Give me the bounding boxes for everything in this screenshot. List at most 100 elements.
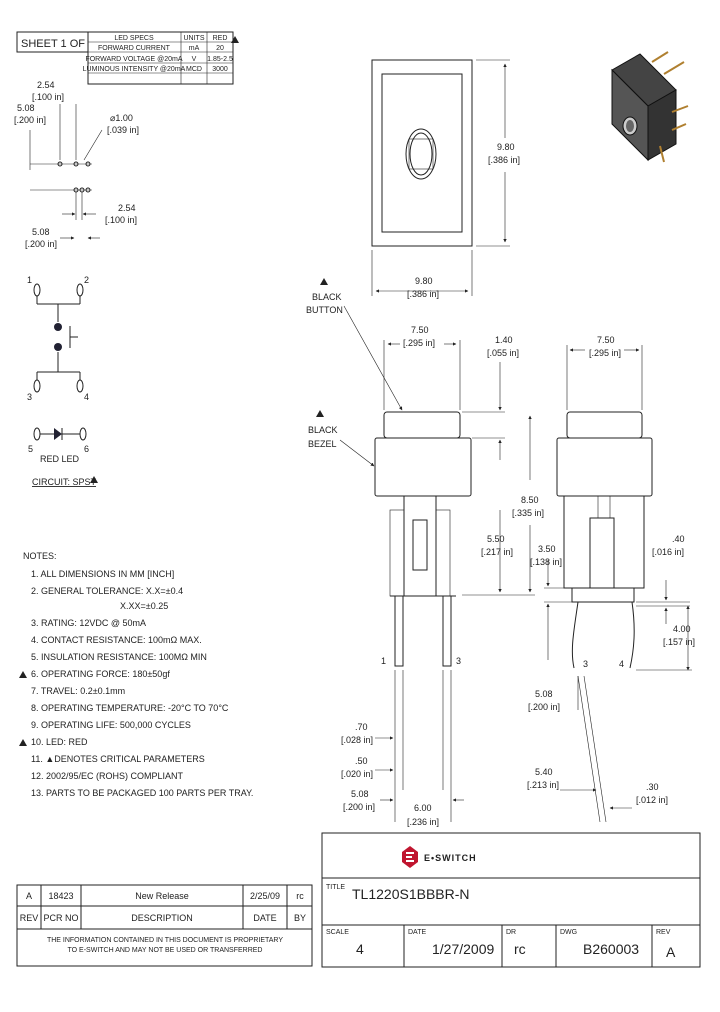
company-logo: E•SWITCH	[402, 846, 477, 868]
dim-label: 7.50	[411, 325, 429, 335]
dim-label: 9.80	[415, 276, 433, 286]
pin-label: 5	[28, 444, 33, 454]
critical-triangle-icon	[320, 278, 328, 285]
sheet-label: SHEET 1 OF 1	[21, 38, 94, 50]
pin-label: 4	[84, 392, 89, 402]
top-view: 9.80 [.386 in] 9.80 [.386 in]	[371, 59, 520, 299]
critical-triangle-icon	[231, 36, 239, 43]
terminal-pin	[394, 595, 404, 667]
dim-label: 5.08	[351, 789, 369, 799]
rev-label: REV	[656, 929, 671, 936]
date-label: DATE	[408, 929, 426, 936]
pin-label: 4	[619, 659, 624, 669]
dim-label: [.100 in]	[32, 92, 64, 102]
dim-label: [.200 in]	[343, 802, 375, 812]
led-units-header: UNITS	[184, 35, 205, 42]
dim-label: .70	[355, 722, 368, 732]
dim-label: [.213 in]	[527, 780, 559, 790]
led-diode-icon	[54, 428, 62, 440]
dim-label: .30	[646, 782, 659, 792]
dim-label: [.012 in]	[636, 795, 668, 805]
pcr-header: PCR NO	[43, 913, 78, 923]
pin-label: 3	[583, 659, 588, 669]
circuit-label: CIRCUIT: SPST	[32, 477, 97, 487]
dim-label: 5.08	[17, 103, 35, 113]
pcb-hole	[85, 187, 91, 193]
rev-value: A	[666, 944, 676, 960]
dim-label: [.100 in]	[105, 215, 137, 225]
note-line: 10. LED: RED	[31, 737, 88, 747]
notes-block: NOTES: 1. ALL DIMENSIONS IN MM [INCH] 2.…	[19, 551, 253, 798]
dim-label: [.200 in]	[528, 702, 560, 712]
pcb-hole	[57, 161, 63, 167]
dim-label: 2.54	[118, 203, 136, 213]
led-label: RED LED	[40, 454, 80, 464]
drawing-number: B260003	[583, 941, 639, 957]
notes-title: NOTES:	[23, 551, 57, 561]
pcr-cell: 18423	[48, 891, 73, 901]
led-spec-name: FORWARD CURRENT	[98, 45, 171, 52]
pcb-hole	[85, 161, 91, 167]
note-line: 2. GENERAL TOLERANCE: X.X=±0.4	[31, 586, 183, 596]
title-block: E•SWITCH TITLE TL1220S1BBBR-N SCALE 4 DA…	[321, 832, 701, 968]
pcb-layout: 2.54 [.100 in] 5.08 [.200 in] ⌀1.00 [.03…	[14, 80, 139, 249]
callout-label: BLACK	[308, 425, 338, 435]
note-line: 1. ALL DIMENSIONS IN MM [INCH]	[31, 569, 174, 579]
note-line: 4. CONTACT RESISTANCE: 100mΩ MAX.	[31, 635, 202, 645]
dim-label: 7.50	[597, 335, 615, 345]
title-label: TITLE	[326, 884, 345, 891]
date-value: 1/27/2009	[432, 941, 494, 957]
dim-label: 3.50	[538, 544, 556, 554]
rev-cell: A	[26, 891, 32, 901]
dim-label: .40	[672, 534, 685, 544]
note-line: X.XX=±0.25	[120, 601, 168, 611]
date-header: DATE	[253, 913, 276, 923]
logo-text: E•SWITCH	[424, 853, 477, 863]
pin-label: 3	[456, 656, 461, 666]
dim-label: [.200 in]	[14, 115, 46, 125]
drawing-label: DWG	[560, 929, 577, 936]
dim-label: .50	[355, 756, 368, 766]
pin-label: 2	[84, 275, 89, 285]
led-specs-table: LED SPECS UNITS RED FORWARD CURRENT mA 2…	[83, 31, 239, 85]
led-spec-unit: MCD	[186, 66, 202, 73]
dim-label: 2.54	[37, 80, 55, 90]
note-line: 7. TRAVEL: 0.2±0.1mm	[31, 686, 125, 696]
callout-label: BUTTON	[306, 305, 343, 315]
dim-label: 4.00	[673, 624, 691, 634]
dim-label: [.020 in]	[341, 769, 373, 779]
note-line: 9. OPERATING LIFE: 500,000 CYCLES	[31, 720, 191, 730]
led-spec-value: 20	[216, 45, 224, 52]
drawn-by-label: DR	[506, 929, 516, 936]
dim-label: [.138 in]	[530, 557, 562, 567]
pcb-hole	[73, 161, 79, 167]
dim-label: 5.40	[535, 767, 553, 777]
dim-label: [.295 in]	[403, 338, 435, 348]
critical-triangle-icon	[19, 671, 27, 678]
switch-contact	[54, 323, 62, 331]
description-header: DESCRIPTION	[131, 913, 193, 923]
front-view: BLACK BUTTON BLACK BEZEL 7.50 [.295 in] …	[306, 278, 544, 827]
callout-label: BEZEL	[308, 439, 337, 449]
led-spec-value: 3000	[212, 66, 228, 73]
terminal-pin	[442, 595, 452, 667]
dim-label: [.217 in]	[481, 547, 513, 557]
led-red-header: RED	[213, 35, 228, 42]
side-view: 7.50 [.295 in] 3 4 3.50 [.138 in] .40 [.…	[527, 335, 695, 823]
pin-label: 1	[381, 656, 386, 666]
led-spec-name: FORWARD VOLTAGE @20mA	[85, 56, 182, 63]
revision-table: A 18423 New Release 2/25/09 rc REV PCR N…	[16, 884, 313, 967]
dim-label: [.039 in]	[107, 125, 139, 135]
dim-label: 9.80	[497, 142, 515, 152]
proprietary-notice: TO E-SWITCH AND MAY NOT BE USED OR TRANS…	[68, 947, 263, 954]
switch-contact	[54, 343, 62, 351]
proprietary-notice: THE INFORMATION CONTAINED IN THIS DOCUME…	[47, 937, 283, 944]
critical-triangle-icon	[90, 476, 98, 483]
dim-label: 5.08	[535, 689, 553, 699]
callout-label: BLACK	[312, 292, 342, 302]
led-spec-unit: mA	[189, 45, 200, 52]
isometric-view	[611, 51, 689, 163]
scale-label: SCALE	[326, 929, 349, 936]
by-cell: rc	[296, 891, 304, 901]
